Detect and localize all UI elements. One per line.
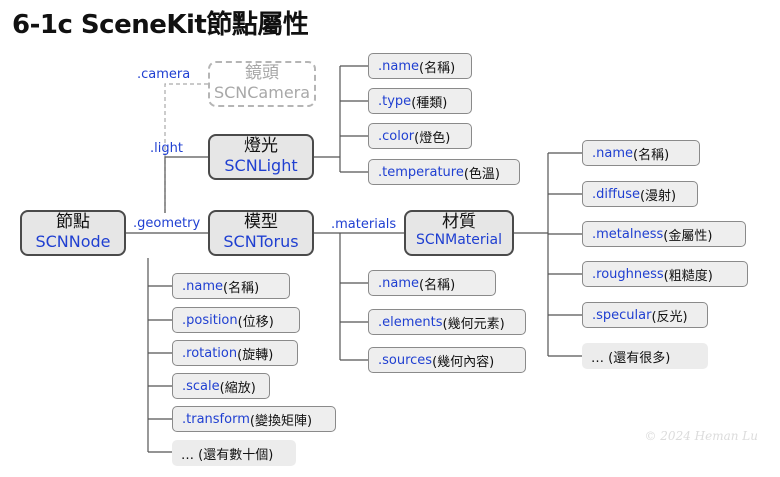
light-prop-type: .type (種類) xyxy=(368,88,472,114)
light-label: .light xyxy=(150,141,183,156)
materials-label: .materials xyxy=(331,217,397,232)
prop-key: .type xyxy=(378,93,412,109)
material-prop-roughness: .roughness (粗糙度) xyxy=(582,261,748,287)
camera-node-en: SCNCamera xyxy=(213,83,311,103)
node-prop-position: .position (位移) xyxy=(172,307,300,333)
light-node-zh: 燈光 xyxy=(244,136,278,156)
page-title: 6-1c SceneKit節點屬性 xyxy=(12,10,309,40)
light-prop-name: .name (名稱) xyxy=(368,53,472,79)
prop-desc: (幾何內容) xyxy=(432,354,495,370)
material-node: 材質 SCNMaterial xyxy=(404,210,514,256)
torus-node: 模型 SCNTorus xyxy=(208,210,314,256)
prop-desc: (名稱) xyxy=(633,147,670,163)
camera-node-zh: 鏡頭 xyxy=(245,63,279,83)
scnnode-node-zh: 節點 xyxy=(56,212,90,232)
prop-desc: (幾何元素) xyxy=(442,316,505,332)
prop-key: .sources xyxy=(378,352,433,368)
prop-desc: (色溫) xyxy=(463,166,501,182)
node-prop-more: … (還有數十個) xyxy=(172,440,296,466)
prop-key: .rotation xyxy=(182,345,238,361)
light-node-en: SCNLight xyxy=(224,156,298,176)
geometry-prop-elements: .elements (幾何元素) xyxy=(368,309,526,335)
prop-key: .roughness xyxy=(592,266,664,282)
material-prop-more: … (還有很多) xyxy=(582,343,708,369)
node-prop-rotation: .rotation (旋轉) xyxy=(172,340,298,366)
prop-key: .metalness xyxy=(592,226,664,242)
prop-key: .position xyxy=(182,312,238,328)
torus-node-en: SCNTorus xyxy=(223,232,299,252)
material-node-zh: 材質 xyxy=(442,212,476,232)
prop-desc: (名稱) xyxy=(223,280,260,296)
camera-node: 鏡頭 SCNCamera xyxy=(208,61,316,107)
prop-key: .name xyxy=(378,58,419,74)
prop-key: .temperature xyxy=(378,164,464,180)
prop-desc: (種類) xyxy=(411,95,448,111)
prop-desc: (位移) xyxy=(237,314,274,330)
material-prop-specular: .specular (反光) xyxy=(582,302,708,328)
prop-desc: (反光) xyxy=(651,309,688,325)
prop-key: .diffuse xyxy=(592,186,640,202)
prop-key: .scale xyxy=(182,378,220,394)
prop-desc: (漫射) xyxy=(639,188,677,204)
prop-desc: (名稱) xyxy=(419,277,456,293)
prop-key: .color xyxy=(378,128,415,144)
node-prop-name: .name (名稱) xyxy=(172,273,290,299)
prop-key: .name xyxy=(182,278,223,294)
camera-label: .camera xyxy=(137,67,191,82)
scnnode-node-en: SCNNode xyxy=(35,232,111,252)
prop-desc: (變換矩陣) xyxy=(249,413,313,429)
material-node-en: SCNMaterial xyxy=(415,232,502,249)
prop-key: .specular xyxy=(592,307,652,323)
scnnode-node: 節點 SCNNode xyxy=(20,210,126,256)
prop-key: .name xyxy=(592,145,633,161)
geometry-prop-name: .name (名稱) xyxy=(368,270,496,296)
prop-desc: (粗糙度) xyxy=(663,268,713,284)
prop-desc: (燈色) xyxy=(414,130,451,146)
material-prop-metalness: .metalness (金屬性) xyxy=(582,221,746,247)
node-prop-transform: .transform (變換矩陣) xyxy=(172,406,336,432)
geometry-prop-sources: .sources (幾何內容) xyxy=(368,347,526,373)
node-prop-scale: .scale (縮放) xyxy=(172,373,270,399)
prop-desc: (金屬性) xyxy=(663,228,713,244)
geometry-label: .geometry xyxy=(133,216,201,231)
watermark: © 2024 Heman Lu xyxy=(644,429,758,443)
torus-node-zh: 模型 xyxy=(244,212,278,232)
prop-desc: (旋轉) xyxy=(237,347,274,363)
prop-key: .name xyxy=(378,275,419,291)
material-prop-name: .name (名稱) xyxy=(582,140,700,166)
light-prop-color: .color (燈色) xyxy=(368,123,472,149)
light-node: 燈光 SCNLight xyxy=(208,134,314,180)
material-prop-diffuse: .diffuse (漫射) xyxy=(582,181,698,207)
prop-desc: … (還有數十個) xyxy=(181,447,274,463)
prop-key: .elements xyxy=(378,314,443,330)
prop-desc: … (還有很多) xyxy=(591,350,671,366)
prop-key: .transform xyxy=(182,411,250,427)
light-prop-temperature: .temperature (色溫) xyxy=(368,159,520,185)
prop-desc: (縮放) xyxy=(219,380,256,396)
prop-desc: (名稱) xyxy=(419,60,456,76)
